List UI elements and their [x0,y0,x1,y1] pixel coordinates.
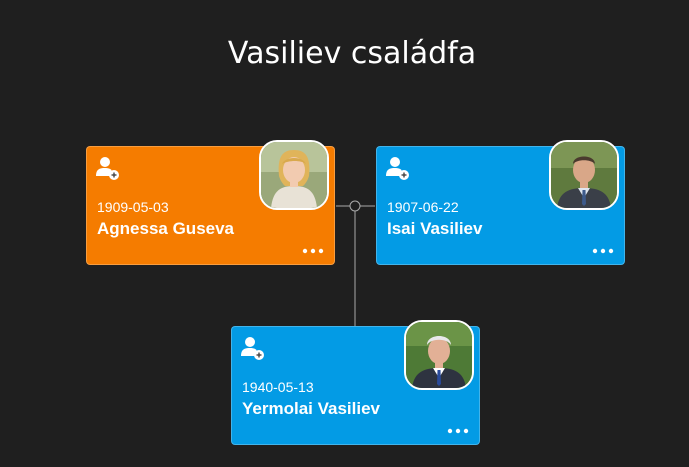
add-person-icon[interactable] [241,336,265,360]
person-name: Isai Vasiliev [387,219,483,238]
person-name: Yermolai Vasiliev [242,399,380,418]
avatar [259,140,329,210]
birth-date: 1909-05-03 [97,199,169,215]
page-title: Vasiliev családfa [227,36,477,71]
add-person-icon[interactable] [96,156,120,180]
person-name: Agnessa Guseva [97,219,235,238]
more-dots-icon[interactable] [302,246,324,256]
avatar [549,140,619,210]
person-photo [551,142,617,208]
person-card-agnessa-guseva[interactable]: 1909-05-03 Agnessa Guseva [86,140,335,265]
person-card-yermolai-vasiliev[interactable]: 1940-05-13 Yermolai Vasiliev [231,320,480,445]
person-card-isai-vasiliev[interactable]: 1907-06-22 Isai Vasiliev [376,140,625,265]
person-photo [406,322,472,388]
more-dots-icon[interactable] [592,246,614,256]
avatar [404,320,474,390]
birth-date: 1907-06-22 [387,199,459,215]
birth-date: 1940-05-13 [242,379,314,395]
partner-link-node[interactable] [349,200,361,212]
add-person-icon[interactable] [386,156,410,180]
more-dots-icon[interactable] [447,426,469,436]
person-photo [261,142,327,208]
